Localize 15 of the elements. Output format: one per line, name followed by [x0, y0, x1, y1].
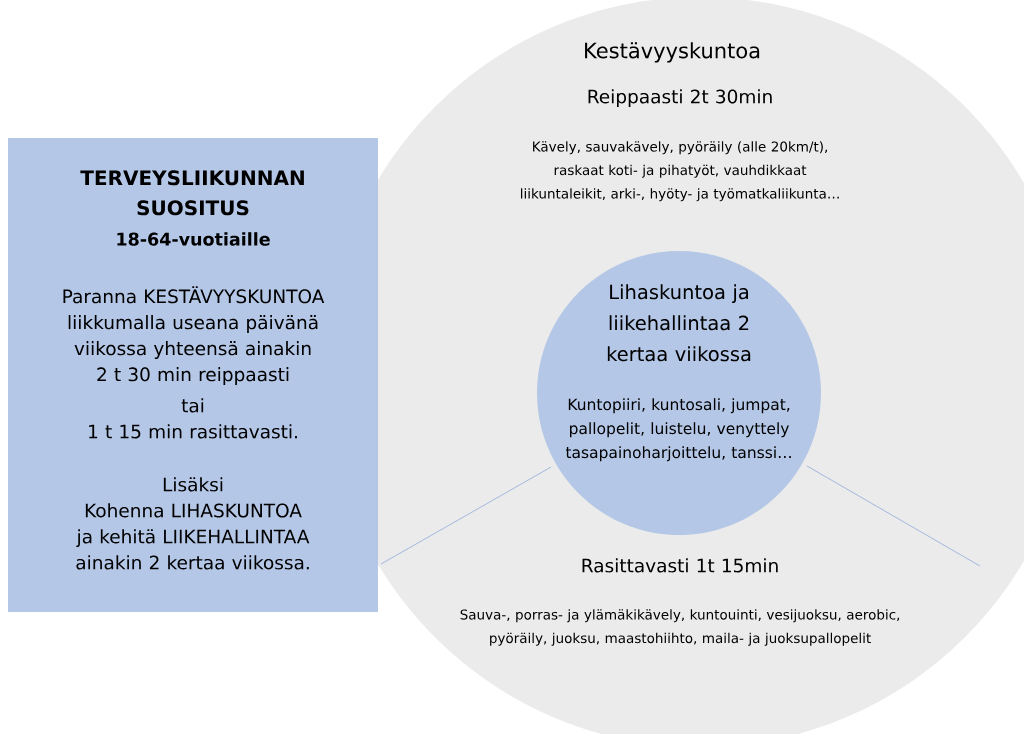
subheading: 18-64-vuotiaille — [117, 232, 270, 246]
activity-list: Kävely, sauvakävely, pyöräily (alle 20km/t), raskaat koti- ja pihatyöt, vauhdikkaat liikuntaleikit, arki-, hyöty- ja työmatkaliikunta… — [521, 141, 839, 202]
body-text: tai — [181, 398, 204, 413]
info-box — [8, 138, 378, 612]
heading: Kestävyyskuntoa — [585, 42, 760, 63]
body-text: Kohenna LIHASKUNTOA ja kehitä LIIKEHALLINTAA ainakin 2 kertaa viikossa. — [76, 503, 310, 570]
subheading: Reippaasti 2t 30min — [588, 89, 772, 108]
activity-list: Sauva-, porras- ja ylämäkikävely, kuntouinti, vesijuoksu, aerobic, pyöräily, juoksu, maastohiihto, maila- ja juoksupallopelit — [460, 609, 900, 646]
heading: Lihaskuntoa ja liikehallintaa 2 kertaa viikossa — [607, 284, 751, 362]
inner-circle — [537, 251, 821, 535]
heading: TERVEYSLIIKUNNAN SUOSITUS — [80, 170, 304, 216]
body-text: 1 t 15 min rasittavasti. — [89, 424, 297, 439]
subheading: Rasittavasti 1t 15min — [582, 558, 778, 573]
activity-list: Kuntopiiri, kuntosali, jumpat, pallopelit, luistelu, venyttely tasapainoharjoittelu, tanssi… — [565, 398, 791, 462]
body-text: Lisäksi — [163, 477, 223, 492]
